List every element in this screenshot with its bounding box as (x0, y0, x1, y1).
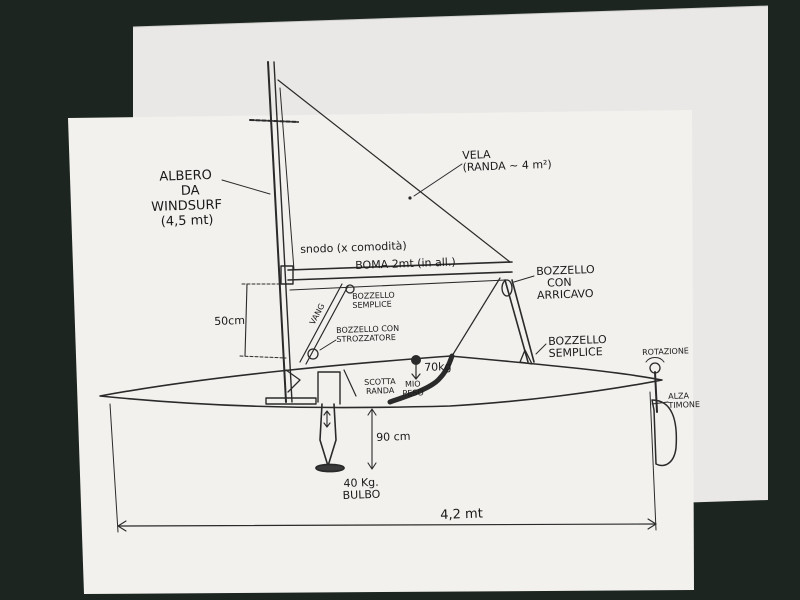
dim-90-arrow-bottom (367, 462, 377, 470)
label-bulbo: 40 Kg. BULBO (342, 475, 381, 502)
boom-lower (287, 271, 513, 281)
weight-dot (411, 355, 421, 365)
keel-trunk (317, 371, 341, 405)
arricavo-pointer (513, 275, 535, 283)
keel-arrow-head-up (323, 410, 331, 416)
label-bozzello-strozzatore: BOZZELLO CON STROZZATORE (336, 323, 400, 344)
rudder-stock (654, 371, 658, 413)
sail-leech (277, 79, 511, 263)
dim-length-line (117, 523, 657, 527)
alza-timone-pointer (651, 401, 669, 405)
rudder-blade (651, 399, 678, 467)
paper-edge (132, 5, 769, 28)
dim-length-arrow-right (647, 518, 657, 530)
dim-50-line (244, 283, 248, 357)
mast-head-mark (249, 119, 299, 123)
dim-50-tick-bottom (239, 355, 287, 359)
semplice-stern-pointer (535, 343, 547, 355)
strozzatore-pointer (319, 339, 337, 351)
rudder-rotation-arrow (645, 357, 665, 363)
mainsheet-strut (504, 279, 529, 363)
sail-luff (279, 87, 295, 271)
paper-front-sheet (68, 110, 694, 594)
label-lunghezza: 4,2 mt (440, 506, 484, 523)
boom-to-deck-line (451, 277, 501, 357)
boom-to-mast (289, 279, 507, 291)
label-altezza-boma: 50cm (213, 313, 246, 328)
label-albero: ALBERO DA WINDSURF (4,5 mt) (151, 167, 223, 230)
label-pescaggio: 90 cm (375, 429, 411, 444)
bozzello-strozzatore (307, 348, 319, 360)
mast-foot-detail (285, 369, 301, 393)
bozzello-semplice-stern (519, 349, 533, 365)
label-scotta-randa: SCOTTA RANDA (364, 376, 396, 396)
label-bozzello-semplice-stern: BOZZELLO SEMPLICE (547, 332, 607, 360)
dim-length-right (649, 391, 657, 531)
dim-length-arrow-left (117, 520, 127, 532)
hull-outline (99, 355, 663, 409)
keel-bulb (315, 463, 345, 473)
label-rotazione: ROTAZIONE (642, 346, 690, 357)
albero-pointer (221, 179, 271, 195)
bozzello-semplice-boom (345, 284, 355, 294)
label-bozzello-arricavo: BOZZELLO CON ARRICAVO (535, 262, 595, 302)
mast-side (273, 61, 293, 403)
label-vela: VELA (RANDA ~ 4 m²) (461, 148, 552, 174)
dim-length-left (109, 403, 119, 533)
label-mio-peso: MIO PESO (402, 379, 424, 398)
mast (267, 61, 287, 403)
vela-pointer (413, 163, 463, 197)
vang-line-2 (305, 285, 349, 365)
scotta-line (343, 369, 357, 397)
label-alza-timone: ALZA TIMONE (668, 391, 701, 410)
label-peso-kg: 70kg (423, 360, 452, 374)
mast-step (265, 397, 317, 405)
mainsheet-strut-2 (511, 279, 535, 363)
bozzello-arricavo (501, 279, 513, 297)
rudder-rotation-knob (649, 362, 661, 374)
keel-arrow-head-down (323, 422, 331, 428)
snodo-joint (280, 265, 294, 285)
boom (287, 261, 513, 271)
vang-line (299, 283, 343, 363)
peso-arrow-head (411, 373, 421, 380)
sail-center-dot (408, 196, 412, 200)
label-bozzello-semplice-boom: BOZZELLO SEMPLICE (352, 290, 395, 310)
weight-hatch (387, 353, 455, 405)
dim-90-arrow-top (367, 408, 377, 416)
